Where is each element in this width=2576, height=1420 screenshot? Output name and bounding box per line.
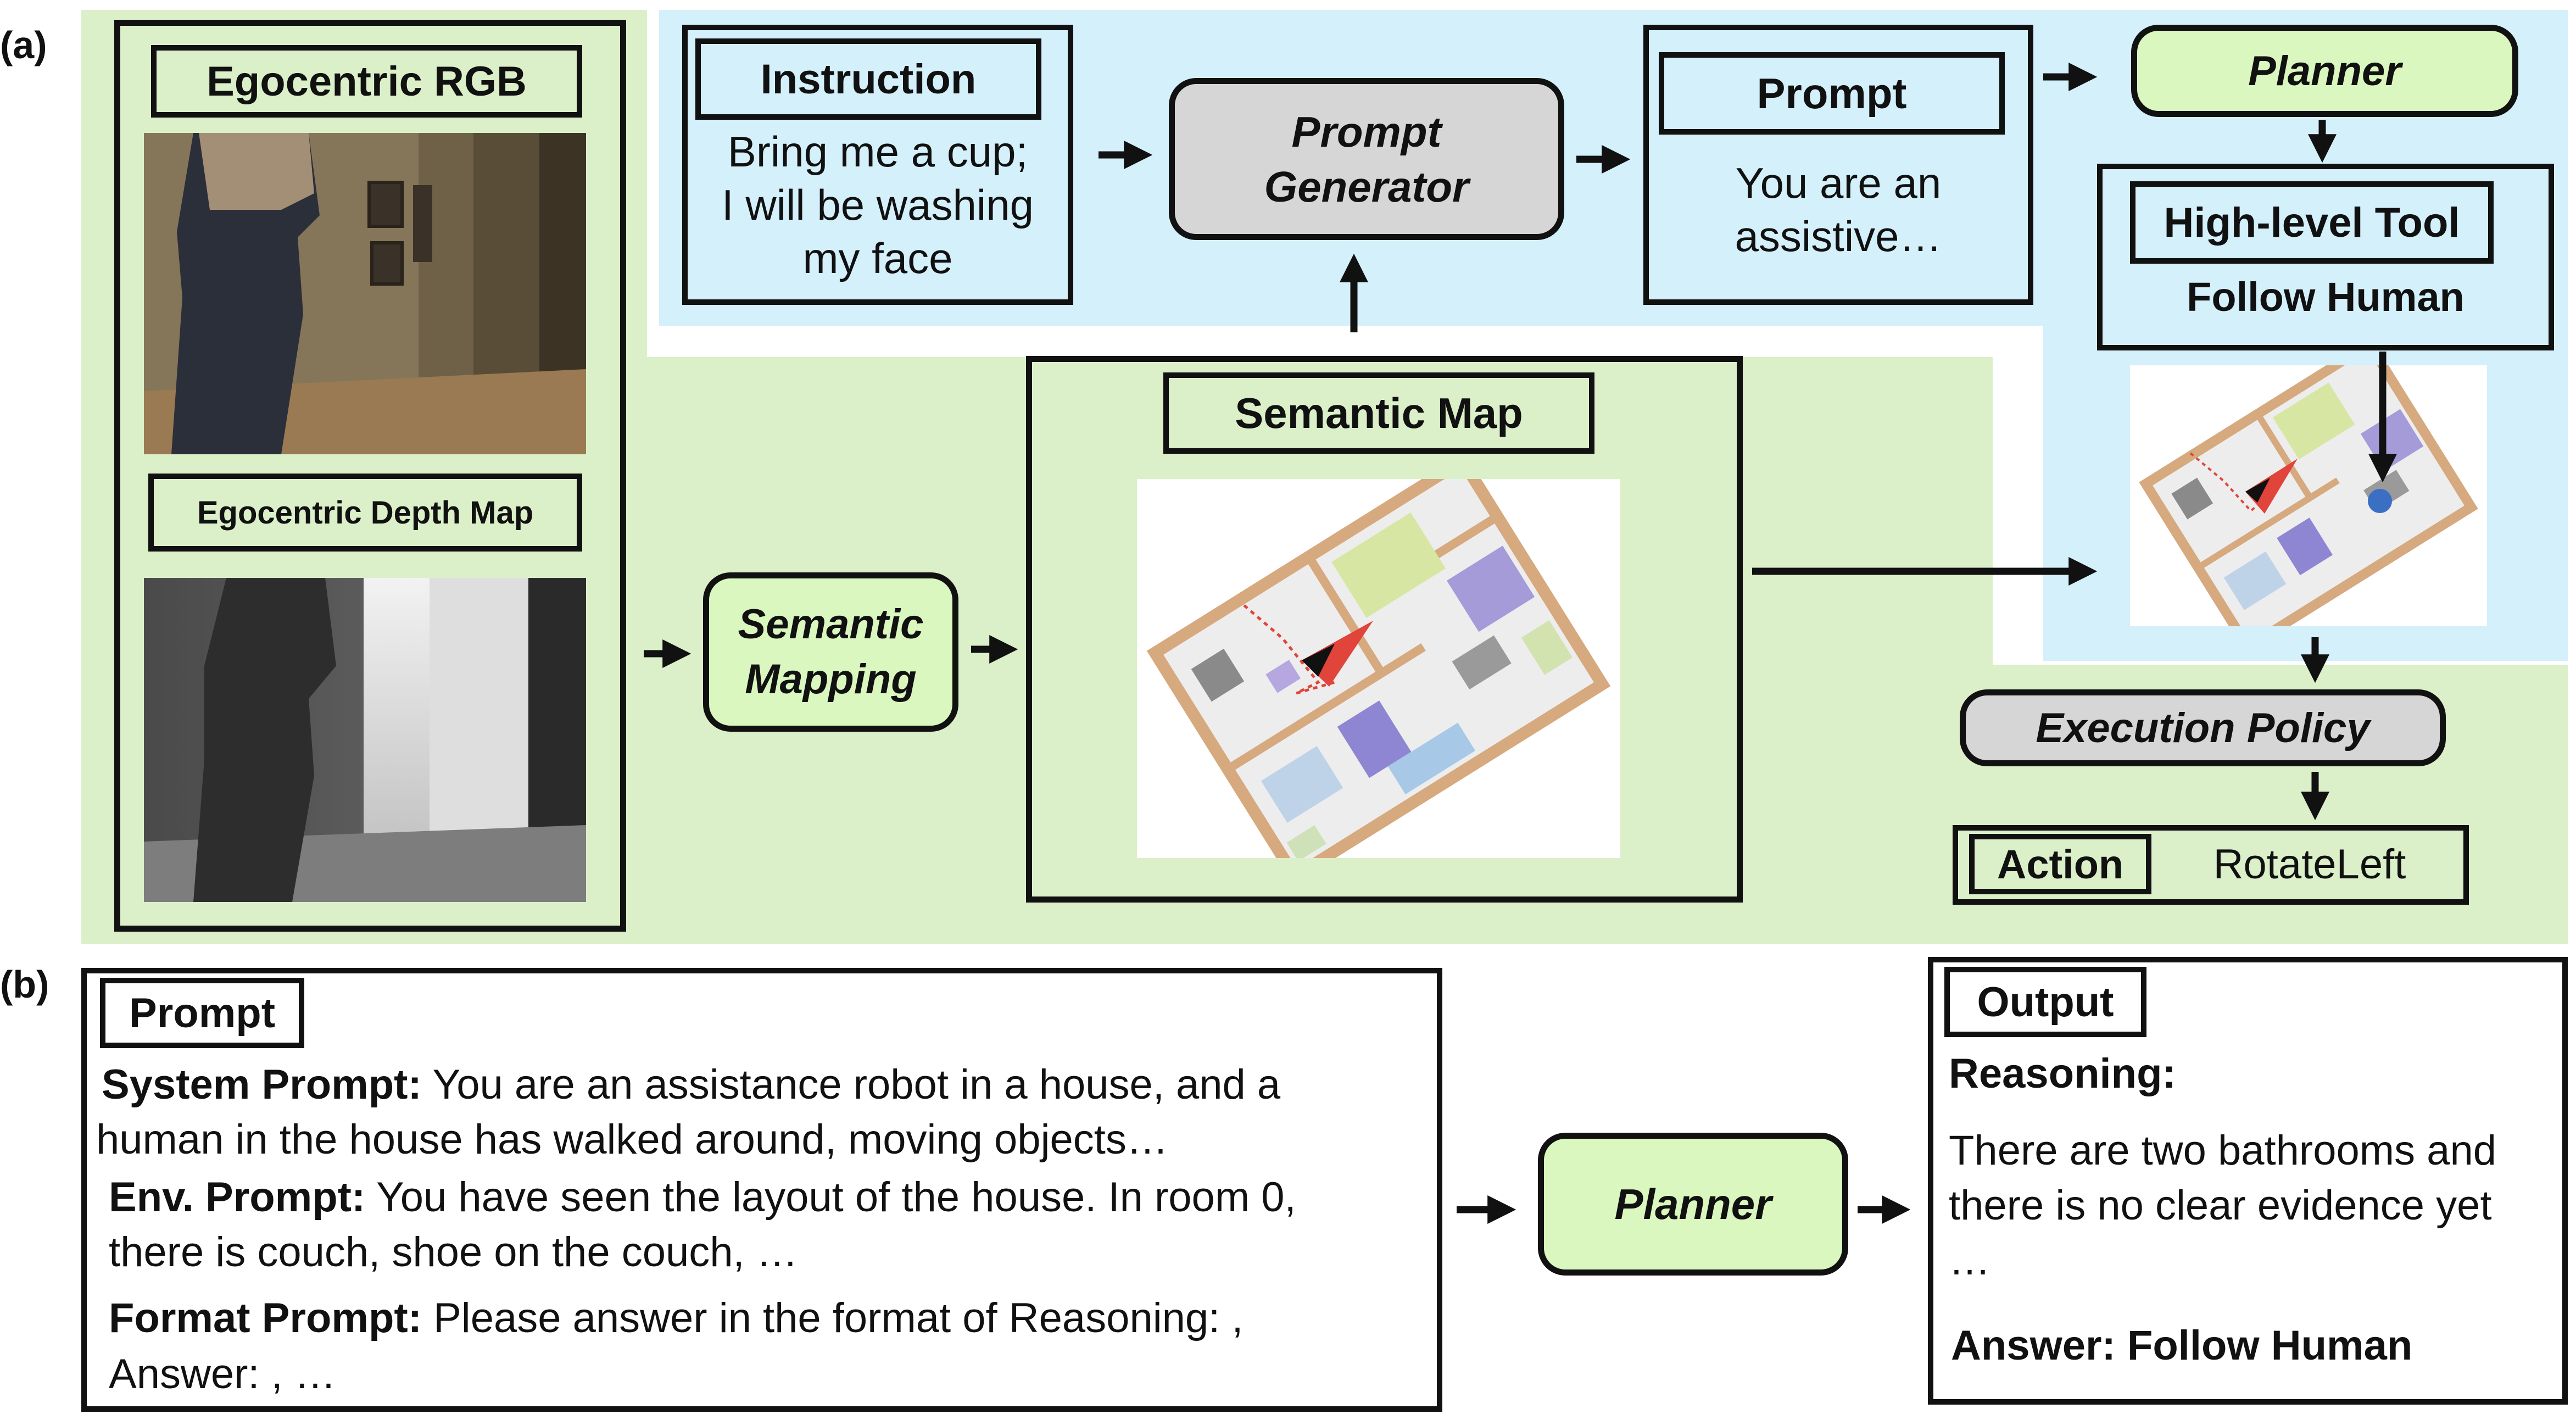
format-prompt-line2: Answer: , … bbox=[109, 1351, 336, 1397]
egocentric-depth-title: Egocentric Depth Map bbox=[148, 474, 582, 552]
prompt-title: Prompt bbox=[1659, 52, 2005, 135]
instruction-title: Instruction bbox=[695, 38, 1041, 120]
instruction-line2: I will be washing bbox=[722, 181, 1034, 229]
prompt-line2: assistive… bbox=[1735, 212, 1942, 260]
semantic-mapping-node: Semantic Mapping bbox=[703, 572, 958, 732]
output-box bbox=[1928, 957, 2568, 1405]
system-prompt-line1: System Prompt: You are an assistance rob… bbox=[102, 1057, 1280, 1112]
instruction-line3: my face bbox=[802, 234, 953, 282]
prompt-generator-node: Prompt Generator bbox=[1169, 78, 1564, 240]
reasoning-line2: there is no clear evidence yet bbox=[1949, 1182, 2492, 1229]
env-prompt-text: You have seen the layout of the house. I… bbox=[365, 1174, 1296, 1221]
egocentric-rgb-image bbox=[144, 133, 586, 454]
reasoning-line3: … bbox=[1949, 1237, 1990, 1284]
instruction-line1: Bring me a cup; bbox=[727, 127, 1028, 176]
prompt-line1: You are an bbox=[1735, 159, 1942, 207]
prompt-text: You are an assistive… bbox=[1643, 157, 2033, 263]
reasoning-line1: There are two bathrooms and bbox=[1949, 1127, 2496, 1174]
reasoning-label: Reasoning: bbox=[1949, 1050, 2176, 1097]
part-a-label: (a) bbox=[0, 24, 47, 66]
instruction-text: Bring me a cup; I will be washing my fac… bbox=[682, 125, 1073, 285]
format-prompt-line1: Format Prompt: Please answer in the form… bbox=[109, 1291, 1243, 1346]
planner-node-b: Planner bbox=[1538, 1133, 1848, 1276]
system-prompt-text: You are an assistance robot in a house, … bbox=[421, 1061, 1281, 1108]
env-prompt-line1: Env. Prompt: You have seen the layout of… bbox=[109, 1170, 1296, 1225]
semantic-map-image bbox=[1137, 479, 1620, 858]
egocentric-depth-image bbox=[144, 578, 586, 902]
action-value: RotateLeft bbox=[2213, 840, 2406, 888]
egocentric-frame bbox=[114, 20, 626, 932]
format-prompt-label: Format Prompt: bbox=[109, 1295, 422, 1341]
prompt-generator-line2: Generator bbox=[1264, 162, 1469, 211]
semantic-map-frame bbox=[1026, 356, 1743, 903]
system-prompt-label: System Prompt: bbox=[102, 1061, 422, 1108]
semantic-mapping-line1: Semantic bbox=[738, 601, 924, 648]
output-title: Output bbox=[1944, 967, 2146, 1037]
prompt-b-box bbox=[81, 968, 1442, 1412]
egocentric-rgb-title: Egocentric RGB bbox=[151, 45, 582, 118]
high-level-tool-title: High-level Tool bbox=[2130, 181, 2494, 264]
answer-text: Answer: Follow Human bbox=[1951, 1322, 2413, 1369]
execution-policy-node: Execution Policy bbox=[1960, 689, 2446, 766]
semantic-mapping-line2: Mapping bbox=[745, 656, 917, 703]
env-prompt-label: Env. Prompt: bbox=[109, 1174, 366, 1221]
format-prompt-text: Please answer in the format of Reasoning… bbox=[422, 1295, 1244, 1341]
system-prompt-line2: human in the house has walked around, mo… bbox=[96, 1116, 1168, 1163]
env-prompt-line2: there is couch, shoe on the couch, … bbox=[109, 1229, 798, 1276]
prompt-b-title: Prompt bbox=[100, 978, 304, 1048]
reasoning-text: There are two bathrooms and there is no … bbox=[1949, 1123, 2496, 1288]
action-label: Action bbox=[1969, 834, 2151, 894]
prompt-generator-line1: Prompt bbox=[1291, 107, 1442, 156]
planner-node-a: Planner bbox=[2131, 25, 2518, 117]
tool-map-image bbox=[2130, 365, 2487, 626]
high-level-tool-value: Follow Human bbox=[2187, 274, 2465, 320]
part-b-label: (b) bbox=[0, 963, 49, 1006]
semantic-map-title: Semantic Map bbox=[1163, 372, 1594, 454]
